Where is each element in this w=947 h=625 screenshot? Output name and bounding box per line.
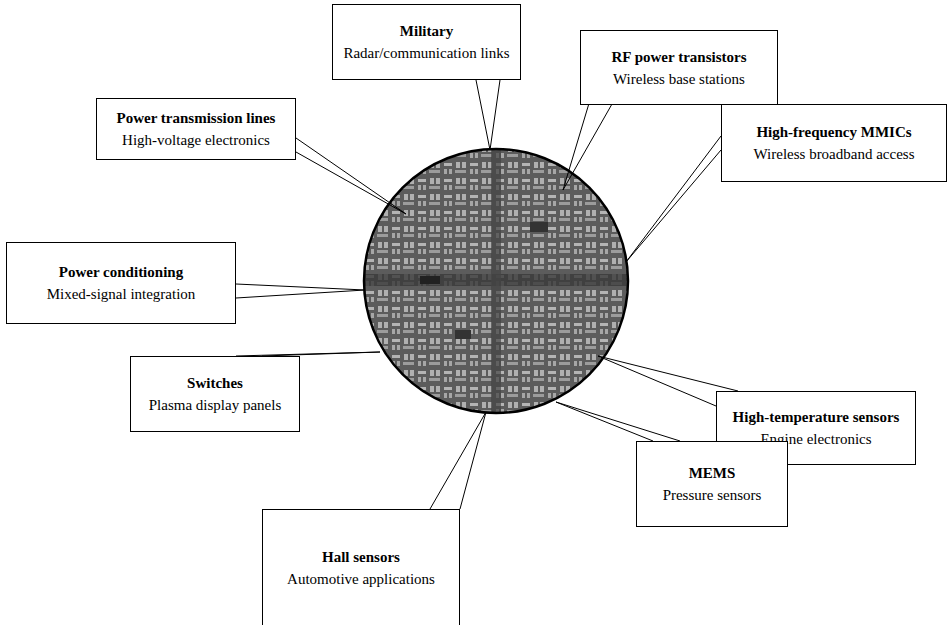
callout-box: MEMSPressure sensors bbox=[636, 441, 788, 527]
application-example: Radar/communication links bbox=[343, 42, 509, 64]
application-title: RF power transistors bbox=[612, 46, 747, 68]
application-example: Wireless base stations bbox=[613, 68, 745, 90]
application-title: Power transmission lines bbox=[117, 107, 276, 129]
application-example: Pressure sensors bbox=[663, 484, 762, 506]
callout-box: RF power transistorsWireless base statio… bbox=[580, 30, 778, 105]
application-title: High-frequency MMICs bbox=[756, 121, 911, 143]
application-title: Hall sensors bbox=[322, 546, 400, 568]
callout-box: Power conditioningMixed-signal integrati… bbox=[6, 242, 236, 324]
application-example: Mixed-signal integration bbox=[47, 283, 196, 305]
application-example: Wireless broadband access bbox=[754, 143, 915, 165]
application-example: High-voltage electronics bbox=[122, 129, 270, 151]
callout-box: SwitchesPlasma display panels bbox=[130, 356, 300, 432]
application-title: High-temperature sensors bbox=[733, 406, 900, 428]
callout-box: Power transmission linesHigh-voltage ele… bbox=[96, 98, 296, 160]
callout-box: MilitaryRadar/communication links bbox=[332, 4, 521, 80]
application-title: Switches bbox=[187, 372, 243, 394]
application-title: MEMS bbox=[689, 462, 736, 484]
application-title: Power conditioning bbox=[59, 261, 183, 283]
callout-box: Hall sensorsAutomotive applications bbox=[262, 509, 460, 625]
callout-box: High-frequency MMICsWireless broadband a… bbox=[721, 104, 947, 182]
application-title: Military bbox=[400, 20, 453, 42]
application-example: Plasma display panels bbox=[149, 394, 281, 416]
application-example: Automotive applications bbox=[287, 568, 435, 590]
